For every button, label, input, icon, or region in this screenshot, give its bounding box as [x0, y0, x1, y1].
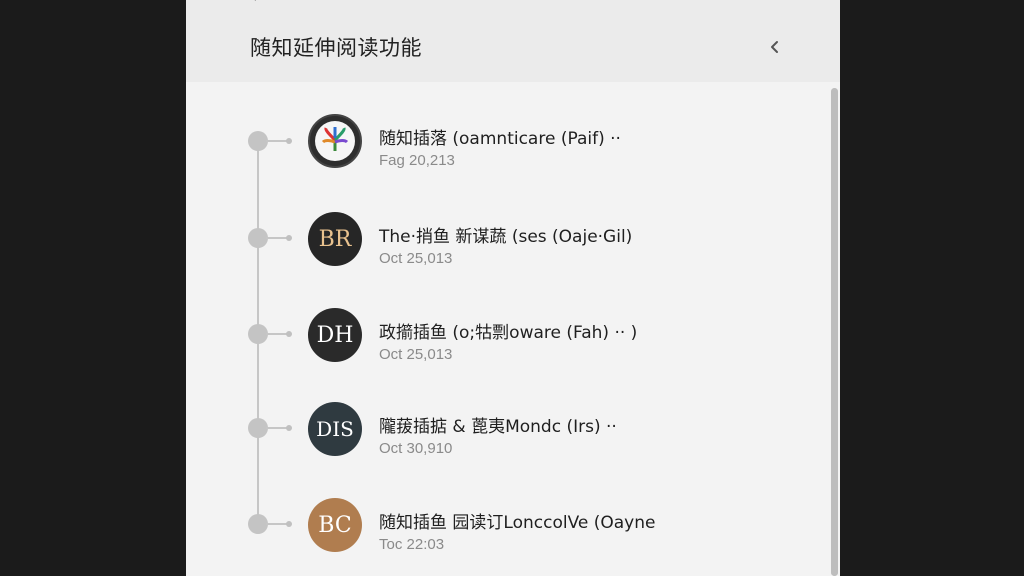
timeline-node — [248, 228, 268, 248]
scrollbar-thumb[interactable] — [831, 88, 838, 576]
item-title: The·捎鱼 新谋蔬 (ses (Oaje·Gil) — [379, 227, 633, 247]
item-date: Toc 22:03 — [379, 536, 445, 553]
item-date: Oct 25,013 — [379, 346, 453, 363]
connector-dot — [286, 521, 292, 527]
connector-dot — [286, 235, 292, 241]
decoration-icon — [254, 0, 256, 1]
reading-panel: 随知延伸阅读功能 — [186, 0, 840, 576]
timeline-node — [248, 418, 268, 438]
avatar: BC — [308, 498, 362, 552]
list-item[interactable]: DH 政擶插鱼 (o;牯剽oware (Fah) ·· ) Oct 25,013 — [186, 300, 826, 370]
scrollbar[interactable] — [831, 88, 838, 576]
connector-dot — [286, 331, 292, 337]
list-item[interactable]: BC 随知插鱼 园读订LonccolVe (Oayne Toc 22:03 — [186, 490, 826, 560]
avatar: DIS — [308, 402, 362, 456]
timeline-node — [248, 131, 268, 151]
list-item[interactable]: BR The·捎鱼 新谋蔬 (ses (Oaje·Gil) Oct 25,013 — [186, 204, 826, 274]
timeline-connector — [266, 140, 288, 142]
item-title: 随知插落 (oamnticare (Paif) ·· — [379, 129, 621, 149]
page-title: 随知延伸阅读功能 — [250, 36, 422, 60]
list-item[interactable]: DIS 隴菝插掂 & 蓖夷Mondc (Irs) ·· Oct 30,910 — [186, 394, 826, 464]
item-date: Oct 30,910 — [379, 440, 453, 457]
timeline-connector — [266, 333, 288, 335]
avatar: BR — [308, 212, 362, 266]
back-button[interactable] — [764, 36, 786, 58]
avatar — [308, 114, 362, 168]
connector-dot — [286, 138, 292, 144]
timeline-connector — [266, 427, 288, 429]
item-date: Oct 25,013 — [379, 250, 453, 267]
item-title: 政擶插鱼 (o;牯剽oware (Fah) ·· ) — [379, 323, 638, 343]
connector-dot — [286, 425, 292, 431]
chevron-left-icon — [771, 41, 778, 53]
timeline-list: 随知插落 (oamnticare (Paif) ·· Fag 20,213 BR… — [186, 82, 826, 576]
list-item[interactable]: 随知插落 (oamnticare (Paif) ·· Fag 20,213 — [186, 106, 826, 176]
timeline-node — [248, 324, 268, 344]
leaf-logo-icon — [315, 121, 355, 161]
timeline-connector — [266, 237, 288, 239]
panel-header: 随知延伸阅读功能 — [186, 0, 840, 82]
avatar: DH — [308, 308, 362, 362]
item-title: 隴菝插掂 & 蓖夷Mondc (Irs) ·· — [379, 417, 617, 437]
item-title: 随知插鱼 园读订LonccolVe (Oayne — [379, 513, 656, 533]
item-date: Fag 20,213 — [379, 152, 455, 169]
timeline-node — [248, 514, 268, 534]
timeline-connector — [266, 523, 288, 525]
